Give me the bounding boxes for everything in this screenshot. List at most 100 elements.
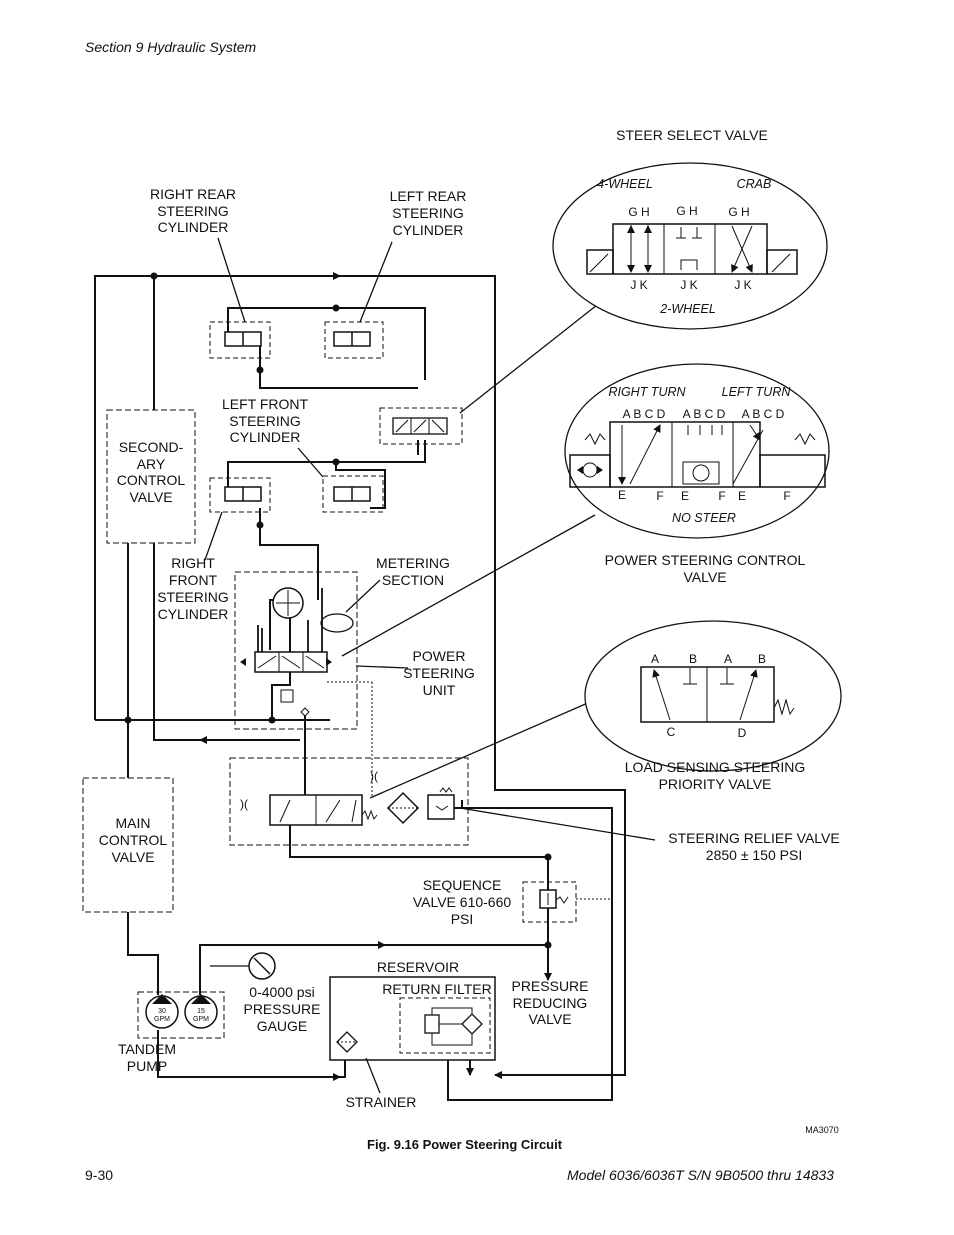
secondary-label-2: ARY <box>137 456 166 472</box>
ss-top-port-3: G H <box>728 205 749 219</box>
ps-control-label-1: POWER STEERING CONTROL <box>605 552 806 568</box>
ps-control-detail <box>564 363 830 539</box>
labels: STEER SELECT VALVE RIGHT REAR STEERING C… <box>99 127 840 1135</box>
svg-text:)(: )( <box>370 769 378 783</box>
sequence-valve <box>522 881 612 923</box>
left-rear-label-3: CYLINDER <box>393 222 464 238</box>
pr-port-b1: B <box>689 652 697 666</box>
secondary-label-4: VALVE <box>129 489 172 505</box>
pump1-rating-2: GPM <box>154 1016 170 1023</box>
right-rear-cylinder <box>209 321 271 359</box>
right-turn-label: RIGHT TURN <box>608 385 686 399</box>
power-steering-unit <box>234 571 373 798</box>
right-rear-label-2: STEERING <box>157 203 229 219</box>
leader-lines <box>204 237 656 1094</box>
steer-select-detail <box>552 162 828 330</box>
ss-bottom-port-2: J K <box>680 278 697 292</box>
page-number: 9-30 <box>85 1167 114 1183</box>
right-front-label-4: CYLINDER <box>158 606 229 622</box>
pressure-reducing-label-3: VALVE <box>528 1011 571 1027</box>
right-front-label-2: FRONT <box>169 572 218 588</box>
metering-label-2: SECTION <box>382 572 444 588</box>
metering-label-1: METERING <box>376 555 450 571</box>
no-steer-label: NO STEER <box>672 511 736 525</box>
right-front-cylinder <box>209 477 271 513</box>
secondary-label-1: SECOND- <box>119 439 184 455</box>
left-front-label-1: LEFT FRONT <box>222 396 309 412</box>
ps-unit-label-3: UNIT <box>423 682 456 698</box>
ss-top-port-1: G H <box>628 205 649 219</box>
model-footer: Model 6036/6036T S/N 9B0500 thru 14833 <box>567 1167 834 1183</box>
left-front-label-3: CYLINDER <box>230 429 301 445</box>
junction-dots <box>124 272 552 949</box>
pump2-rating-2: GPM <box>193 1016 209 1023</box>
secondary-label-3: CONTROL <box>117 472 186 488</box>
left-rear-label-1: LEFT REAR <box>390 188 467 204</box>
psc-bottom-port-1: E <box>618 488 626 502</box>
ps-control-label-2: VALVE <box>683 569 726 585</box>
left-front-cylinder <box>322 475 384 513</box>
main-control-valve <box>82 777 174 913</box>
pr-port-a2: A <box>724 652 732 666</box>
load-sensing-label-2: PRIORITY VALVE <box>659 776 772 792</box>
psc-top-port-3: A B C D <box>742 407 785 421</box>
return-filter-label: RETURN FILTER <box>382 981 491 997</box>
pump1-rating-1: 30 <box>158 1008 166 1015</box>
main-control-label-2: CONTROL <box>99 832 168 848</box>
crab-label: CRAB <box>737 177 772 191</box>
pump2-rating-1: 15 <box>197 1008 205 1015</box>
priority-valve-assembly: )( )( <box>229 757 469 846</box>
right-front-label-1: RIGHT <box>171 555 215 571</box>
pr-port-c: C <box>667 725 676 739</box>
pressure-gauge <box>210 952 276 980</box>
psc-bottom-port-5: E <box>738 489 746 503</box>
secondary-control-valve <box>106 409 196 544</box>
tandem-pump <box>137 991 225 1039</box>
sequence-label-3: PSI <box>451 911 474 927</box>
reservoir-label: RESERVOIR <box>377 959 459 975</box>
right-rear-label-3: CYLINDER <box>158 219 229 235</box>
relief-label-2: 2850 ± 150 PSI <box>706 847 802 863</box>
pr-port-b2: B <box>758 652 766 666</box>
steer-select-label: STEER SELECT VALVE <box>616 127 768 143</box>
left-rear-cylinder <box>324 321 384 359</box>
tandem-label-2: PUMP <box>127 1058 167 1074</box>
psc-top-port-2: A B C D <box>683 407 726 421</box>
ss-bottom-port-1: J K <box>630 278 647 292</box>
main-control-label-3: VALVE <box>111 849 154 865</box>
two-wheel-label: 2-WHEEL <box>659 302 716 316</box>
left-front-label-2: STEERING <box>229 413 301 429</box>
gauge-label-2: PRESSURE <box>243 1001 320 1017</box>
pressure-reducing-label-2: REDUCING <box>513 995 588 1011</box>
left-turn-label: LEFT TURN <box>722 385 792 399</box>
main-control-label-1: MAIN <box>116 815 151 831</box>
ma-code: MA3070 <box>805 1125 839 1135</box>
ss-top-port-2: G H <box>676 204 697 218</box>
pressure-reducing-label-1: PRESSURE <box>511 978 588 994</box>
hydraulic-lines <box>94 272 626 1101</box>
steer-select-valve-symbol <box>379 407 463 445</box>
figure-caption: Fig. 9.16 Power Steering Circuit <box>367 1137 563 1152</box>
left-rear-label-2: STEERING <box>392 205 464 221</box>
psc-top-port-1: A B C D <box>623 407 666 421</box>
load-sensing-label-1: LOAD SENSING STEERING <box>625 759 805 775</box>
section-header: Section 9 Hydraulic System <box>85 39 257 55</box>
ss-bottom-port-3: J K <box>734 278 751 292</box>
svg-text:)(: )( <box>240 797 248 811</box>
right-front-label-3: STEERING <box>157 589 229 605</box>
reservoir <box>329 976 496 1061</box>
ps-unit-label-1: POWER <box>413 648 466 664</box>
pr-port-d: D <box>738 726 747 740</box>
four-wheel-label: 4-WHEEL <box>597 177 653 191</box>
ps-unit-label-2: STEERING <box>403 665 475 681</box>
relief-label-1: STEERING RELIEF VALVE <box>668 830 839 846</box>
sequence-label-1: SEQUENCE <box>423 877 502 893</box>
psc-bottom-port-2: F <box>656 489 663 503</box>
tandem-label-1: TANDEM <box>118 1041 176 1057</box>
pr-port-a1: A <box>651 652 659 666</box>
psc-bottom-port-6: F <box>783 489 790 503</box>
psc-bottom-port-4: F <box>718 489 725 503</box>
sequence-label-2: VALVE 610-660 <box>413 894 512 910</box>
gauge-label-3: GAUGE <box>257 1018 308 1034</box>
